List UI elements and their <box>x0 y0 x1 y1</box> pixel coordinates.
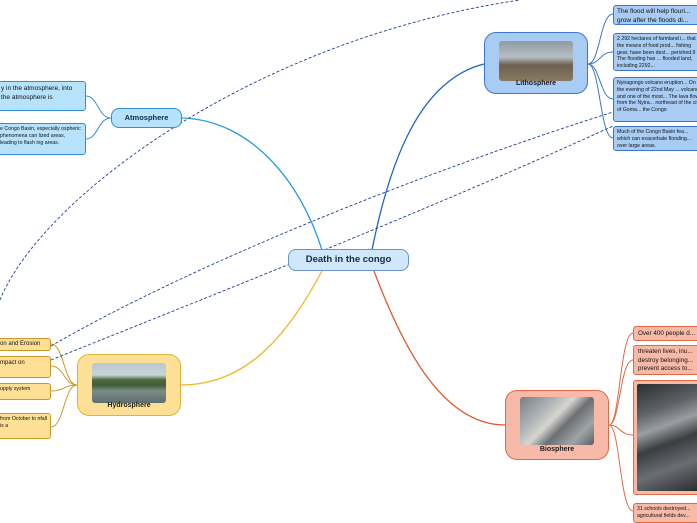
biosphere-image-note[interactable] <box>633 380 697 495</box>
atmosphere-label: Atmosphere <box>124 113 169 122</box>
central-topic[interactable]: Death in the congo <box>288 249 409 271</box>
lithosphere-note-text: The flood will help flouri... grow after… <box>617 8 691 24</box>
lithosphere-note-text: 2 292 hectares of farmland i... that the… <box>617 36 696 70</box>
hydrosphere-note-text: on and Erosion <box>0 341 41 347</box>
biosphere-note[interactable]: Over 400 people d... <box>633 326 697 341</box>
atmosphere-note[interactable]: y in the atmosphere, into the atmosphere… <box>0 81 86 111</box>
hydrosphere-label: Hydrosphere <box>107 402 151 409</box>
biosphere-node[interactable]: Biosphere <box>505 390 609 460</box>
biosphere-note[interactable]: 31 schools destroyed... agricultural fie… <box>633 503 697 523</box>
biosphere-note-text: threaten lives, inu... destroy belonging… <box>638 348 693 372</box>
lithosphere-note[interactable]: 2 292 hectares of farmland i... that the… <box>613 33 697 71</box>
biosphere-photo <box>520 397 594 445</box>
hydrosphere-photo <box>92 363 166 403</box>
atmosphere-note[interactable]: e Congo Basin, especially ospheric pheno… <box>0 123 86 155</box>
hydrosphere-note-text: mpact on <box>0 360 25 366</box>
central-topic-label: Death in the congo <box>305 254 392 265</box>
lithosphere-note[interactable]: The flood will help flouri... grow after… <box>613 5 697 25</box>
lithosphere-label: Lithosphere <box>515 80 557 87</box>
lithosphere-node[interactable]: Lithosphere <box>484 32 588 94</box>
lithosphere-photo <box>499 41 573 81</box>
lithosphere-note[interactable]: Nyiragongo volcano eruption... On the ev… <box>613 77 697 122</box>
biosphere-note-text: Over 400 people d... <box>638 330 696 337</box>
atmosphere-note-text: e Congo Basin, especially ospheric pheno… <box>0 126 81 146</box>
hydrosphere-note-text: from October to nfall is a <box>0 416 47 429</box>
biosphere-note[interactable]: threaten lives, inu... destroy belonging… <box>633 345 697 375</box>
biosphere-note-photo <box>637 384 697 491</box>
atmosphere-node[interactable]: Atmosphere <box>111 108 182 128</box>
hydrosphere-note-text: upply system <box>0 386 31 392</box>
hydrosphere-note[interactable]: from October to nfall is a <box>0 413 51 439</box>
hydrosphere-node[interactable]: Hydrosphere <box>77 354 181 416</box>
hydrosphere-note[interactable]: upply system <box>0 383 51 400</box>
hydrosphere-note[interactable]: on and Erosion <box>0 338 51 351</box>
lithosphere-note-text: Much of the Congo Basin fea... which can… <box>617 129 692 149</box>
biosphere-note-text: 31 schools destroyed... agricultural fie… <box>637 506 691 519</box>
lithosphere-note[interactable]: Much of the Congo Basin fea... which can… <box>613 126 697 151</box>
lithosphere-note-text: Nyiragongo volcano eruption... On the ev… <box>617 80 697 114</box>
atmosphere-note-text: y in the atmosphere, into the atmosphere… <box>1 85 73 101</box>
hydrosphere-note[interactable]: mpact on <box>0 356 51 378</box>
biosphere-label: Biosphere <box>539 446 575 453</box>
